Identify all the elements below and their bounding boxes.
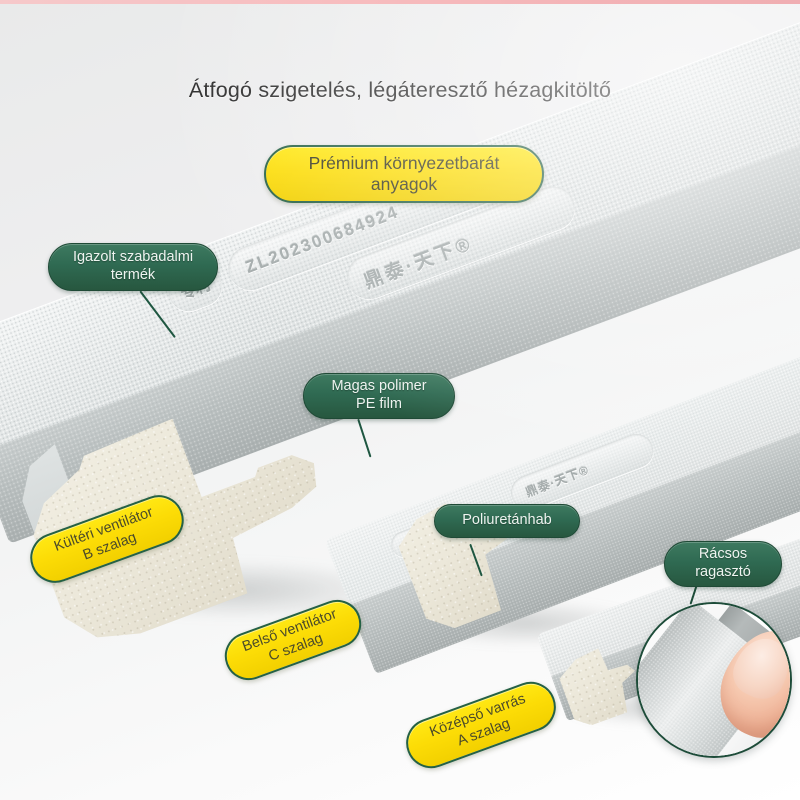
- leader-line-pe-film: [356, 418, 372, 458]
- callout-premium-materials[interactable]: Prémium környezetbarát anyagok: [264, 145, 544, 203]
- callout-pe-film[interactable]: Magas polimer PE film: [303, 373, 455, 419]
- adhesive-closeup-inset: [636, 602, 792, 758]
- callout-patented-product[interactable]: Igazolt szabadalmi termék: [48, 243, 218, 291]
- callout-mesh-adhesive[interactable]: Rácsos ragasztó: [664, 541, 782, 587]
- page-title: Átfogó szigetelés, légáteresztő hézagkit…: [188, 78, 612, 102]
- top-accent-strip: [0, 0, 800, 4]
- callout-center-seam-a[interactable]: Középső varrás A szalag: [399, 674, 563, 776]
- callout-polyurethane-foam[interactable]: Poliuretánhab: [434, 504, 580, 538]
